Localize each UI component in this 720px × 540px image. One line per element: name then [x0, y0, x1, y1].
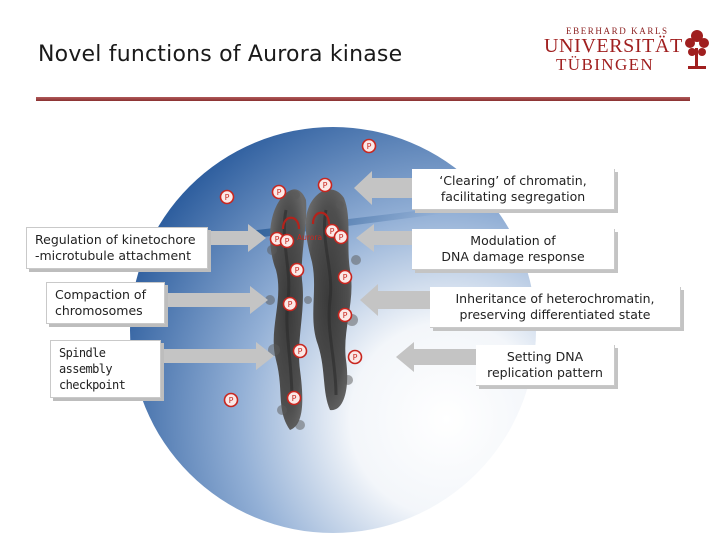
phospho-label: P	[353, 353, 358, 362]
left-arrows	[156, 224, 274, 370]
phospho-marker: P	[271, 184, 287, 200]
arrow-right-3	[360, 284, 430, 316]
phospho-label: P	[343, 273, 348, 282]
box-kinetochore-regulation: Regulation of kinetochore -microtubule a…	[26, 227, 208, 269]
box-heterochromatin-inheritance: Inheritance of heterochromatin, preservi…	[430, 287, 681, 328]
box-dna-damage-response: Modulation of DNA damage response	[412, 229, 615, 270]
box-line: checkpoint	[59, 378, 126, 392]
university-logo: EBERHARD KARLS UNIVERSITÄT TÜBINGEN	[528, 22, 718, 82]
phospho-label: P	[367, 142, 372, 151]
box-line: replication pattern	[487, 365, 603, 380]
phospho-label: P	[292, 394, 297, 403]
arrow-right-1	[354, 171, 412, 205]
box-line: Inheritance of heterochromatin,	[455, 291, 655, 306]
phospho-marker: P	[337, 307, 353, 323]
phospho-marker: P	[317, 177, 333, 193]
phospho-label: P	[285, 237, 290, 246]
phospho-label: P	[295, 266, 300, 275]
box-line: chromosomes	[55, 303, 143, 318]
box-line: -microtubule attachment	[35, 248, 191, 263]
phospho-label: P	[275, 235, 280, 244]
phospho-marker: P	[223, 392, 239, 408]
logo-line-2: UNIVERSITÄT	[544, 35, 683, 57]
box-line: DNA damage response	[441, 249, 585, 264]
arrow-right-4	[396, 342, 476, 372]
aurora-label: Aurora	[297, 233, 322, 242]
phospho-marker: P	[286, 390, 302, 406]
phospho-label: P	[229, 396, 234, 405]
box-line: Spindle assembly	[59, 346, 113, 376]
arrow-right-2	[356, 224, 412, 252]
box-line: Regulation of kinetochore	[35, 232, 196, 247]
phospho-marker: P	[347, 349, 363, 365]
phospho-marker: P	[219, 189, 235, 205]
phospho-label: P	[343, 311, 348, 320]
box-line: preserving differentiated state	[459, 307, 651, 322]
phospho-marker: P	[361, 138, 377, 154]
phospho-marker: P	[282, 296, 298, 312]
phospho-marker: P	[279, 233, 295, 249]
box-line: Setting DNA	[506, 349, 584, 364]
phospho-label: P	[225, 193, 230, 202]
logo-line-1: EBERHARD KARLS	[566, 26, 669, 36]
phospho-marker: P	[289, 262, 305, 278]
box-line: facilitating segregation	[440, 189, 586, 204]
phospho-label: P	[288, 300, 293, 309]
phospho-label: P	[277, 188, 282, 197]
phospho-label: P	[298, 347, 303, 356]
box-line: ‘Clearing’ of chromatin,	[439, 173, 587, 188]
box-replication-pattern: Setting DNA replication pattern	[476, 345, 615, 386]
slide-title: Novel functions of Aurora kinase	[38, 42, 403, 67]
right-arrows	[354, 171, 476, 372]
arrow-left-3	[156, 342, 274, 370]
tree-icon	[685, 30, 709, 69]
phospho-label: P	[323, 181, 328, 190]
phospho-marker: P	[337, 269, 353, 285]
box-line: Modulation of	[470, 233, 556, 248]
phospho-label: P	[330, 227, 335, 236]
title-rule	[36, 97, 690, 101]
box-line: Compaction of	[55, 287, 146, 302]
box-spindle-checkpoint: Spindle assembly checkpoint	[50, 340, 161, 398]
arrow-left-2	[163, 286, 268, 314]
box-chromosome-compaction: Compaction of chromosomes	[46, 282, 165, 324]
phospho-marker: P	[333, 229, 349, 245]
box-chromatin-clearing: ‘Clearing’ of chromatin, facilitating se…	[412, 169, 615, 210]
phospho-marker: P	[292, 343, 308, 359]
logo-line-3: TÜBINGEN	[556, 55, 655, 74]
phospho-label: P	[339, 233, 344, 242]
arrow-left-1	[207, 224, 266, 252]
